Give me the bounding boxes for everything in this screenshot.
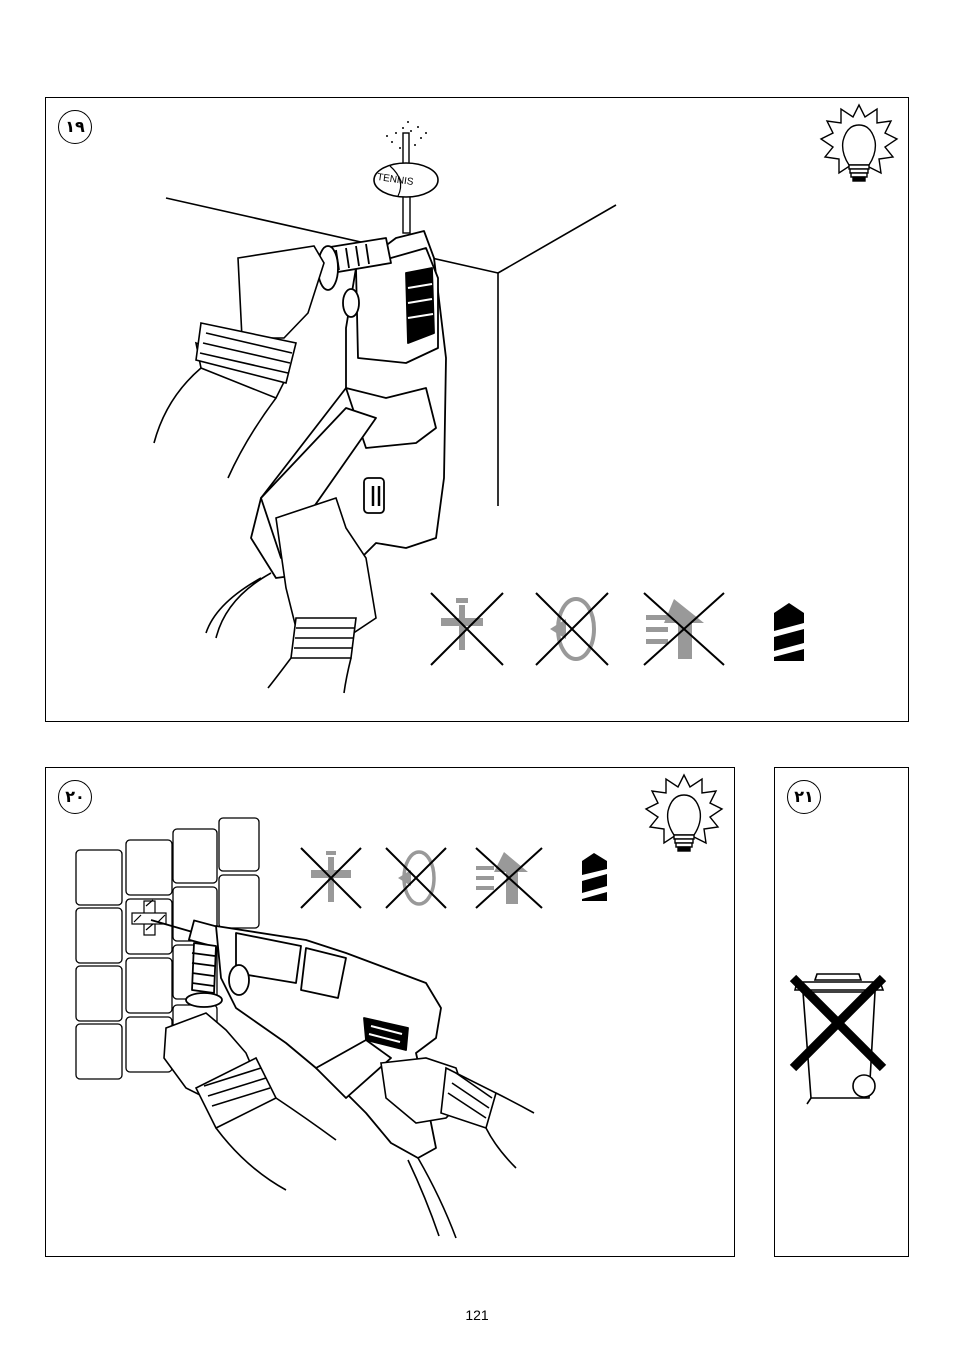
crossed-out-wheelie-bin-icon [775, 768, 908, 1256]
no-hammer-icon [431, 593, 503, 665]
page-number: 121 [0, 1307, 954, 1323]
drilling-ceiling-illustration: TENNIS [46, 98, 908, 721]
no-rotation-icon [536, 593, 608, 665]
right-hand-glove [381, 1058, 534, 1168]
drilling-tiles-illustration [46, 768, 734, 1256]
figure-panel-20: ٢٠ [45, 767, 735, 1257]
no-hammer-drill-icon [476, 848, 542, 908]
speed-max-icon [582, 853, 607, 901]
no-hammer-icon [301, 848, 361, 908]
power-cable [206, 573, 271, 638]
lightbulb-icon [646, 775, 722, 851]
tennis-ball-dust-guard: TENNIS [374, 163, 438, 197]
lightbulb-icon [821, 105, 897, 181]
figure-panel-19: ١٩ TENNIS [45, 97, 909, 722]
no-hammer-drill-icon [644, 593, 724, 665]
left-hand-glove [154, 246, 324, 478]
speed-max-icon [774, 603, 804, 661]
figure-panel-21: ٢١ [774, 767, 909, 1257]
no-rotation-icon [386, 848, 446, 908]
power-cable [408, 1158, 456, 1238]
